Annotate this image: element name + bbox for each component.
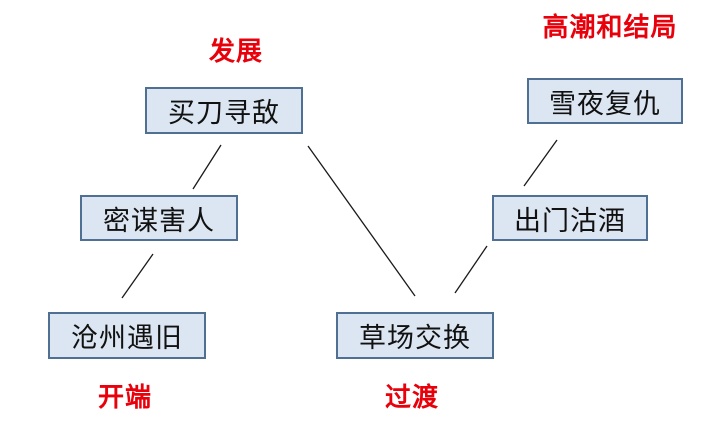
node-plot: 密谋害人	[80, 195, 238, 241]
stage-label-climax: 高潮和结局	[542, 13, 678, 43]
node-buy-knife: 买刀寻敌	[145, 87, 303, 134]
node-wine: 出门沽酒	[492, 195, 648, 241]
connector-plot-to-reunion	[121, 253, 154, 299]
connector-swap-to-wine	[454, 245, 488, 294]
connector-buy-knife-to-swap	[307, 145, 416, 297]
node-swap: 草场交换	[336, 312, 494, 359]
stage-label-transition: 过渡	[384, 383, 439, 413]
node-revenge: 雪夜复仇	[527, 78, 683, 124]
stage-label-development: 发展	[208, 37, 263, 67]
connector-wine-to-revenge	[523, 139, 558, 187]
stage-label-beginning: 开端	[97, 383, 152, 413]
node-reunion: 沧州遇旧	[48, 312, 206, 359]
connector-buy-knife-to-plot	[192, 144, 222, 190]
